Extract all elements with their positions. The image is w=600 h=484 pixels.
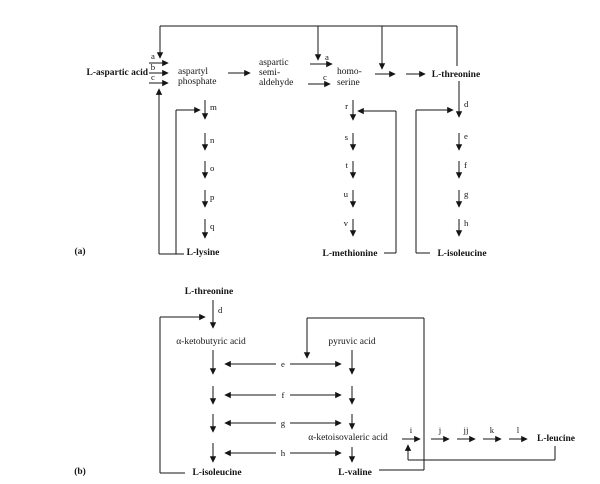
enzyme-label-shared-h: h	[281, 448, 286, 458]
node-aspartic-semialdehyde-line3: aldehyde	[259, 78, 293, 88]
enzyme-label-p: p	[210, 192, 215, 202]
panel-b-label: (b)	[74, 466, 86, 477]
node-l-isoleucine-a: L-isoleucine	[437, 249, 486, 259]
enzyme-label-k: k	[490, 425, 495, 435]
node-l-isoleucine-b: L-isoleucine	[192, 468, 241, 478]
enzyme-label-v: v	[344, 218, 349, 228]
enzyme-label-b: b	[151, 62, 156, 72]
enzyme-label-h: h	[464, 218, 469, 228]
enzyme-label-q: q	[210, 221, 215, 231]
panel-a-label: (a)	[74, 246, 85, 257]
node-pyruvic-acid: pyruvic acid	[328, 337, 375, 347]
panel-a-main-pathway-arrows	[149, 59, 426, 88]
enzyme-label-shared-e: e	[281, 359, 285, 369]
node-ketoisovaleric-acid: α-ketoisovaleric acid	[308, 433, 388, 443]
panel-b-leucine-feedback-lines	[404, 444, 556, 461]
enzyme-label-o: o	[210, 163, 215, 173]
panel-a-lysine-feedback-lines	[155, 88, 201, 255]
enzyme-label-a1: a	[151, 51, 155, 61]
node-aspartic-semialdehyde-line2: semi-	[259, 68, 280, 78]
node-l-threonine-a: L-threonine	[432, 70, 480, 80]
node-aspartyl-phosphate-line1: aspartyl	[178, 67, 208, 77]
panel-a-methionine-feedback-lines	[357, 107, 397, 254]
panel-b-isoleucine-feedback-lines	[159, 313, 206, 474]
enzyme-label-m: m	[210, 102, 217, 112]
enzyme-label-s: s	[345, 132, 349, 142]
enzyme-label-l: l	[517, 425, 520, 435]
panel-b-valine-feedback-lines	[303, 317, 425, 471]
panel-b-shared-enzyme-rows	[224, 360, 342, 457]
node-aspartic-semialdehyde-line1: aspartic	[259, 58, 289, 68]
node-l-aspartic-acid: L-aspartic acid	[87, 68, 149, 78]
node-l-threonine-b: L-threonine	[185, 287, 233, 297]
node-ketobutyric-acid: α-ketobutyric acid	[176, 337, 246, 347]
enzyme-label-shared-g: g	[281, 418, 286, 428]
node-l-valine: L-valine	[338, 468, 372, 478]
node-homoserine-line2: serine	[337, 78, 360, 88]
panel-a-isoleucine-feedback-lines	[415, 106, 454, 254]
enzyme-label-n: n	[210, 135, 215, 145]
enzyme-label-j: j	[438, 425, 441, 435]
enzyme-label-jj: jj	[463, 425, 469, 435]
enzyme-label-c: c	[151, 72, 155, 82]
enzyme-label-d-b: d	[218, 305, 223, 315]
enzyme-label-i: i	[410, 425, 413, 435]
node-l-leucine: L-leucine	[537, 434, 575, 444]
enzyme-label-shared-f: f	[282, 390, 285, 400]
enzyme-label-u: u	[344, 189, 349, 199]
enzyme-label-d: d	[464, 99, 469, 109]
node-l-methionine: L-methionine	[323, 249, 378, 259]
enzyme-label-e: e	[464, 131, 468, 141]
node-aspartyl-phosphate-line2: phosphate	[178, 77, 217, 87]
enzyme-label-f: f	[464, 160, 467, 170]
enzyme-label-a2: a	[325, 52, 329, 62]
panel-a-threonine-feedback-lines	[156, 25, 458, 70]
node-homoserine-line1: homo-	[337, 67, 362, 77]
enzyme-label-r: r	[345, 101, 348, 111]
enzyme-label-t: t	[346, 160, 349, 170]
enzyme-label-g: g	[464, 189, 469, 199]
node-l-lysine: L-lysine	[187, 248, 220, 258]
enzyme-label-c2: c	[323, 72, 327, 82]
